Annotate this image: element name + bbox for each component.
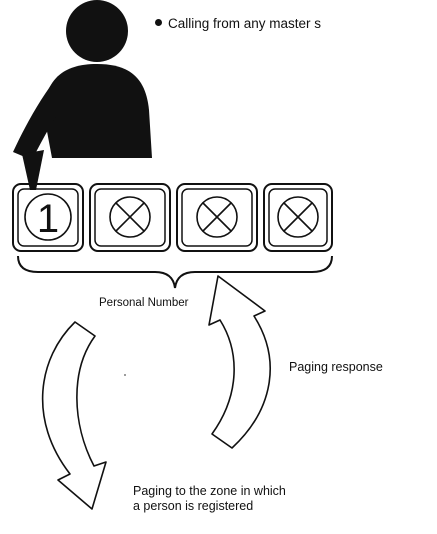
paging-response-label: Paging response (289, 360, 383, 374)
key-1: 1 (12, 183, 84, 252)
personal-number-brace (17, 255, 333, 289)
x-mark-icon-3 (202, 202, 232, 232)
x-mark-icon-4 (283, 202, 313, 232)
key-2 (89, 183, 171, 252)
x-circle-icon-2 (109, 196, 151, 238)
stray-dot (124, 374, 126, 376)
personal-number-label: Personal Number (99, 297, 189, 309)
x-circle-icon-4 (277, 196, 319, 238)
key-3 (176, 183, 258, 252)
paging-zone-line1: Paging to the zone in which (133, 484, 286, 498)
person-arm (13, 76, 76, 160)
key-1-digit: 1 (37, 197, 59, 241)
bullet-text: Calling from any master s (168, 16, 322, 31)
x-circle-icon-3 (196, 196, 238, 238)
person-head (66, 0, 128, 62)
bullet-caption: Calling from any master s (155, 16, 321, 31)
paging-zone-label: Paging to the zone in which a person is … (133, 484, 286, 514)
x-mark-icon-2 (115, 202, 145, 232)
paging-response-arrow-icon (208, 275, 271, 449)
bullet-dot-icon (155, 19, 162, 26)
paging-zone-line2: a person is registered (133, 499, 254, 513)
pointing-finger (22, 150, 44, 190)
key-4 (263, 183, 333, 252)
paging-down-arrow-icon (41, 321, 107, 510)
